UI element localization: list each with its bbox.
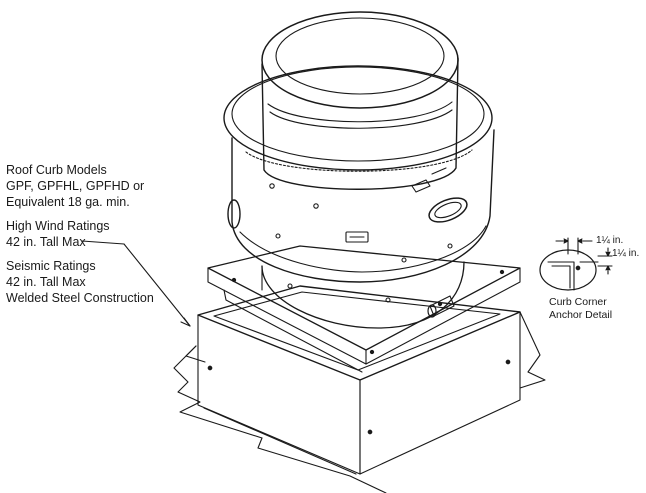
callout-line: Welded Steel Construction	[6, 291, 154, 305]
caption-line: Anchor Detail	[549, 309, 613, 321]
callout-line: Equivalent 18 ga. min.	[6, 195, 130, 209]
roof-flashing	[173, 311, 546, 493]
dimension-horizontal-label: 1¼ in.	[596, 235, 624, 246]
fan-housing	[227, 129, 495, 329]
callout-line: Seismic Ratings	[6, 259, 96, 273]
callout-line: High Wind Ratings	[6, 219, 110, 233]
callout-high-wind: High Wind Ratings 42 in. Tall Max	[6, 218, 110, 250]
roof-curb	[197, 285, 521, 475]
callout-leader	[81, 240, 191, 327]
callout-roof-curb-models: Roof Curb Models GPF, GPFHL, GPFHD or Eq…	[6, 162, 144, 210]
dimension-vertical-label: 1¼ in.	[612, 248, 640, 259]
callout-seismic: Seismic Ratings 42 in. Tall Max Welded S…	[6, 258, 154, 306]
callout-line: GPF, GPFHL, GPFHD or	[6, 179, 145, 193]
callout-line: 42 in. Tall Max	[6, 235, 86, 249]
callout-line: Roof Curb Models	[6, 163, 107, 177]
windband-ring	[223, 65, 493, 172]
motor-cover	[261, 11, 459, 190]
anchor-detail-caption: Curb Corner Anchor Detail	[549, 296, 612, 322]
anchor-detail	[539, 237, 613, 291]
curb-cap-plate	[207, 245, 521, 373]
callout-line: 42 in. Tall Max	[6, 275, 86, 289]
caption-line: Curb Corner	[549, 296, 607, 308]
